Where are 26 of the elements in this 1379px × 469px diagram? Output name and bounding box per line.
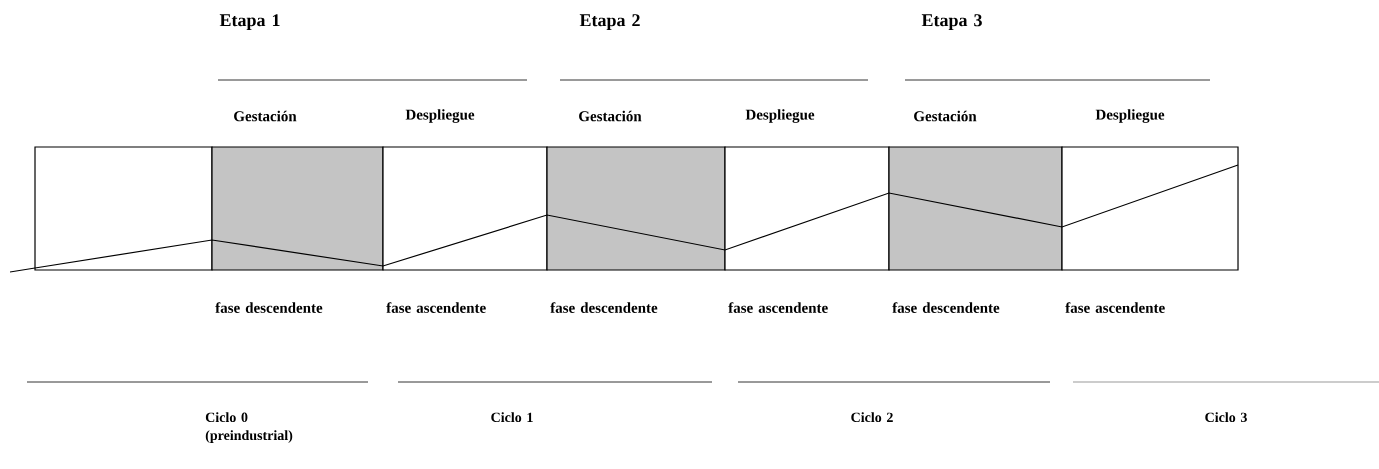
stage-label: Despliegue: [405, 109, 475, 123]
stage-label: Despliegue: [745, 109, 815, 123]
panel: [546, 146, 726, 271]
panel: [382, 146, 548, 271]
phase-label: fase ascendente: [386, 302, 486, 313]
stage-heading: Etapa 1: [219, 14, 280, 30]
phase-label: fase descendente: [215, 302, 323, 313]
stage-label: Gestación: [914, 110, 977, 122]
panel: [211, 146, 384, 271]
stage-label: Gestación: [579, 110, 642, 122]
cycle-label: Ciclo 1: [491, 412, 533, 423]
cycle-label: Ciclo 0 (preindustrial): [205, 412, 293, 443]
cycle-label: Ciclo 2: [851, 412, 893, 423]
panel: [724, 146, 890, 271]
panel: [34, 146, 213, 271]
phase-label: fase descendente: [892, 302, 1000, 313]
panel: [1061, 146, 1239, 271]
stage-heading: Etapa 2: [579, 14, 640, 30]
phase-label: fase descendente: [550, 302, 658, 313]
cycle-label: Ciclo 3: [1205, 412, 1247, 423]
phase-label: fase ascendente: [728, 302, 828, 313]
phase-label: fase ascendente: [1065, 302, 1165, 313]
stage-label: Despliegue: [1095, 109, 1165, 123]
stage-label: Gestación: [234, 110, 297, 122]
stage-heading: Etapa 3: [921, 14, 982, 30]
panel: [888, 146, 1063, 271]
